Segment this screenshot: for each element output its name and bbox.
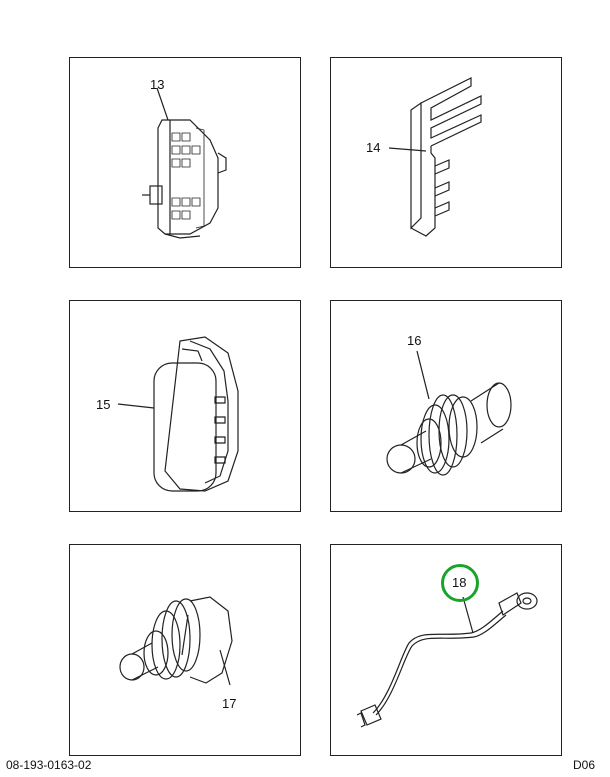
panel-item-15: 15	[69, 300, 301, 512]
callout-15: 15	[96, 397, 111, 412]
panel-item-14: 14	[330, 57, 562, 268]
callout-16: 16	[407, 333, 422, 348]
panel-item-18: 18	[330, 544, 562, 756]
callout-13: 13	[150, 77, 165, 92]
panel-item-16: 16	[330, 300, 562, 512]
page-code: D06	[573, 758, 596, 772]
terminal-lock-14-drawing	[388, 77, 482, 237]
panel-item-13: 13	[69, 57, 301, 268]
cavity-plug-17-drawing	[119, 596, 233, 686]
callout-14: 14	[366, 140, 381, 155]
panel-item-17: 17	[69, 544, 301, 756]
callout-17: 17	[222, 696, 237, 711]
connector-13-drawing	[142, 87, 227, 239]
connector-cover-15-drawing	[117, 336, 239, 492]
callout-18: 18	[452, 575, 467, 590]
highlight-circle	[441, 564, 479, 602]
document-number: 08-193-0163-02	[6, 758, 92, 772]
ground-lead-18-drawing	[356, 592, 538, 728]
cable-seal-16-drawing	[386, 350, 512, 476]
